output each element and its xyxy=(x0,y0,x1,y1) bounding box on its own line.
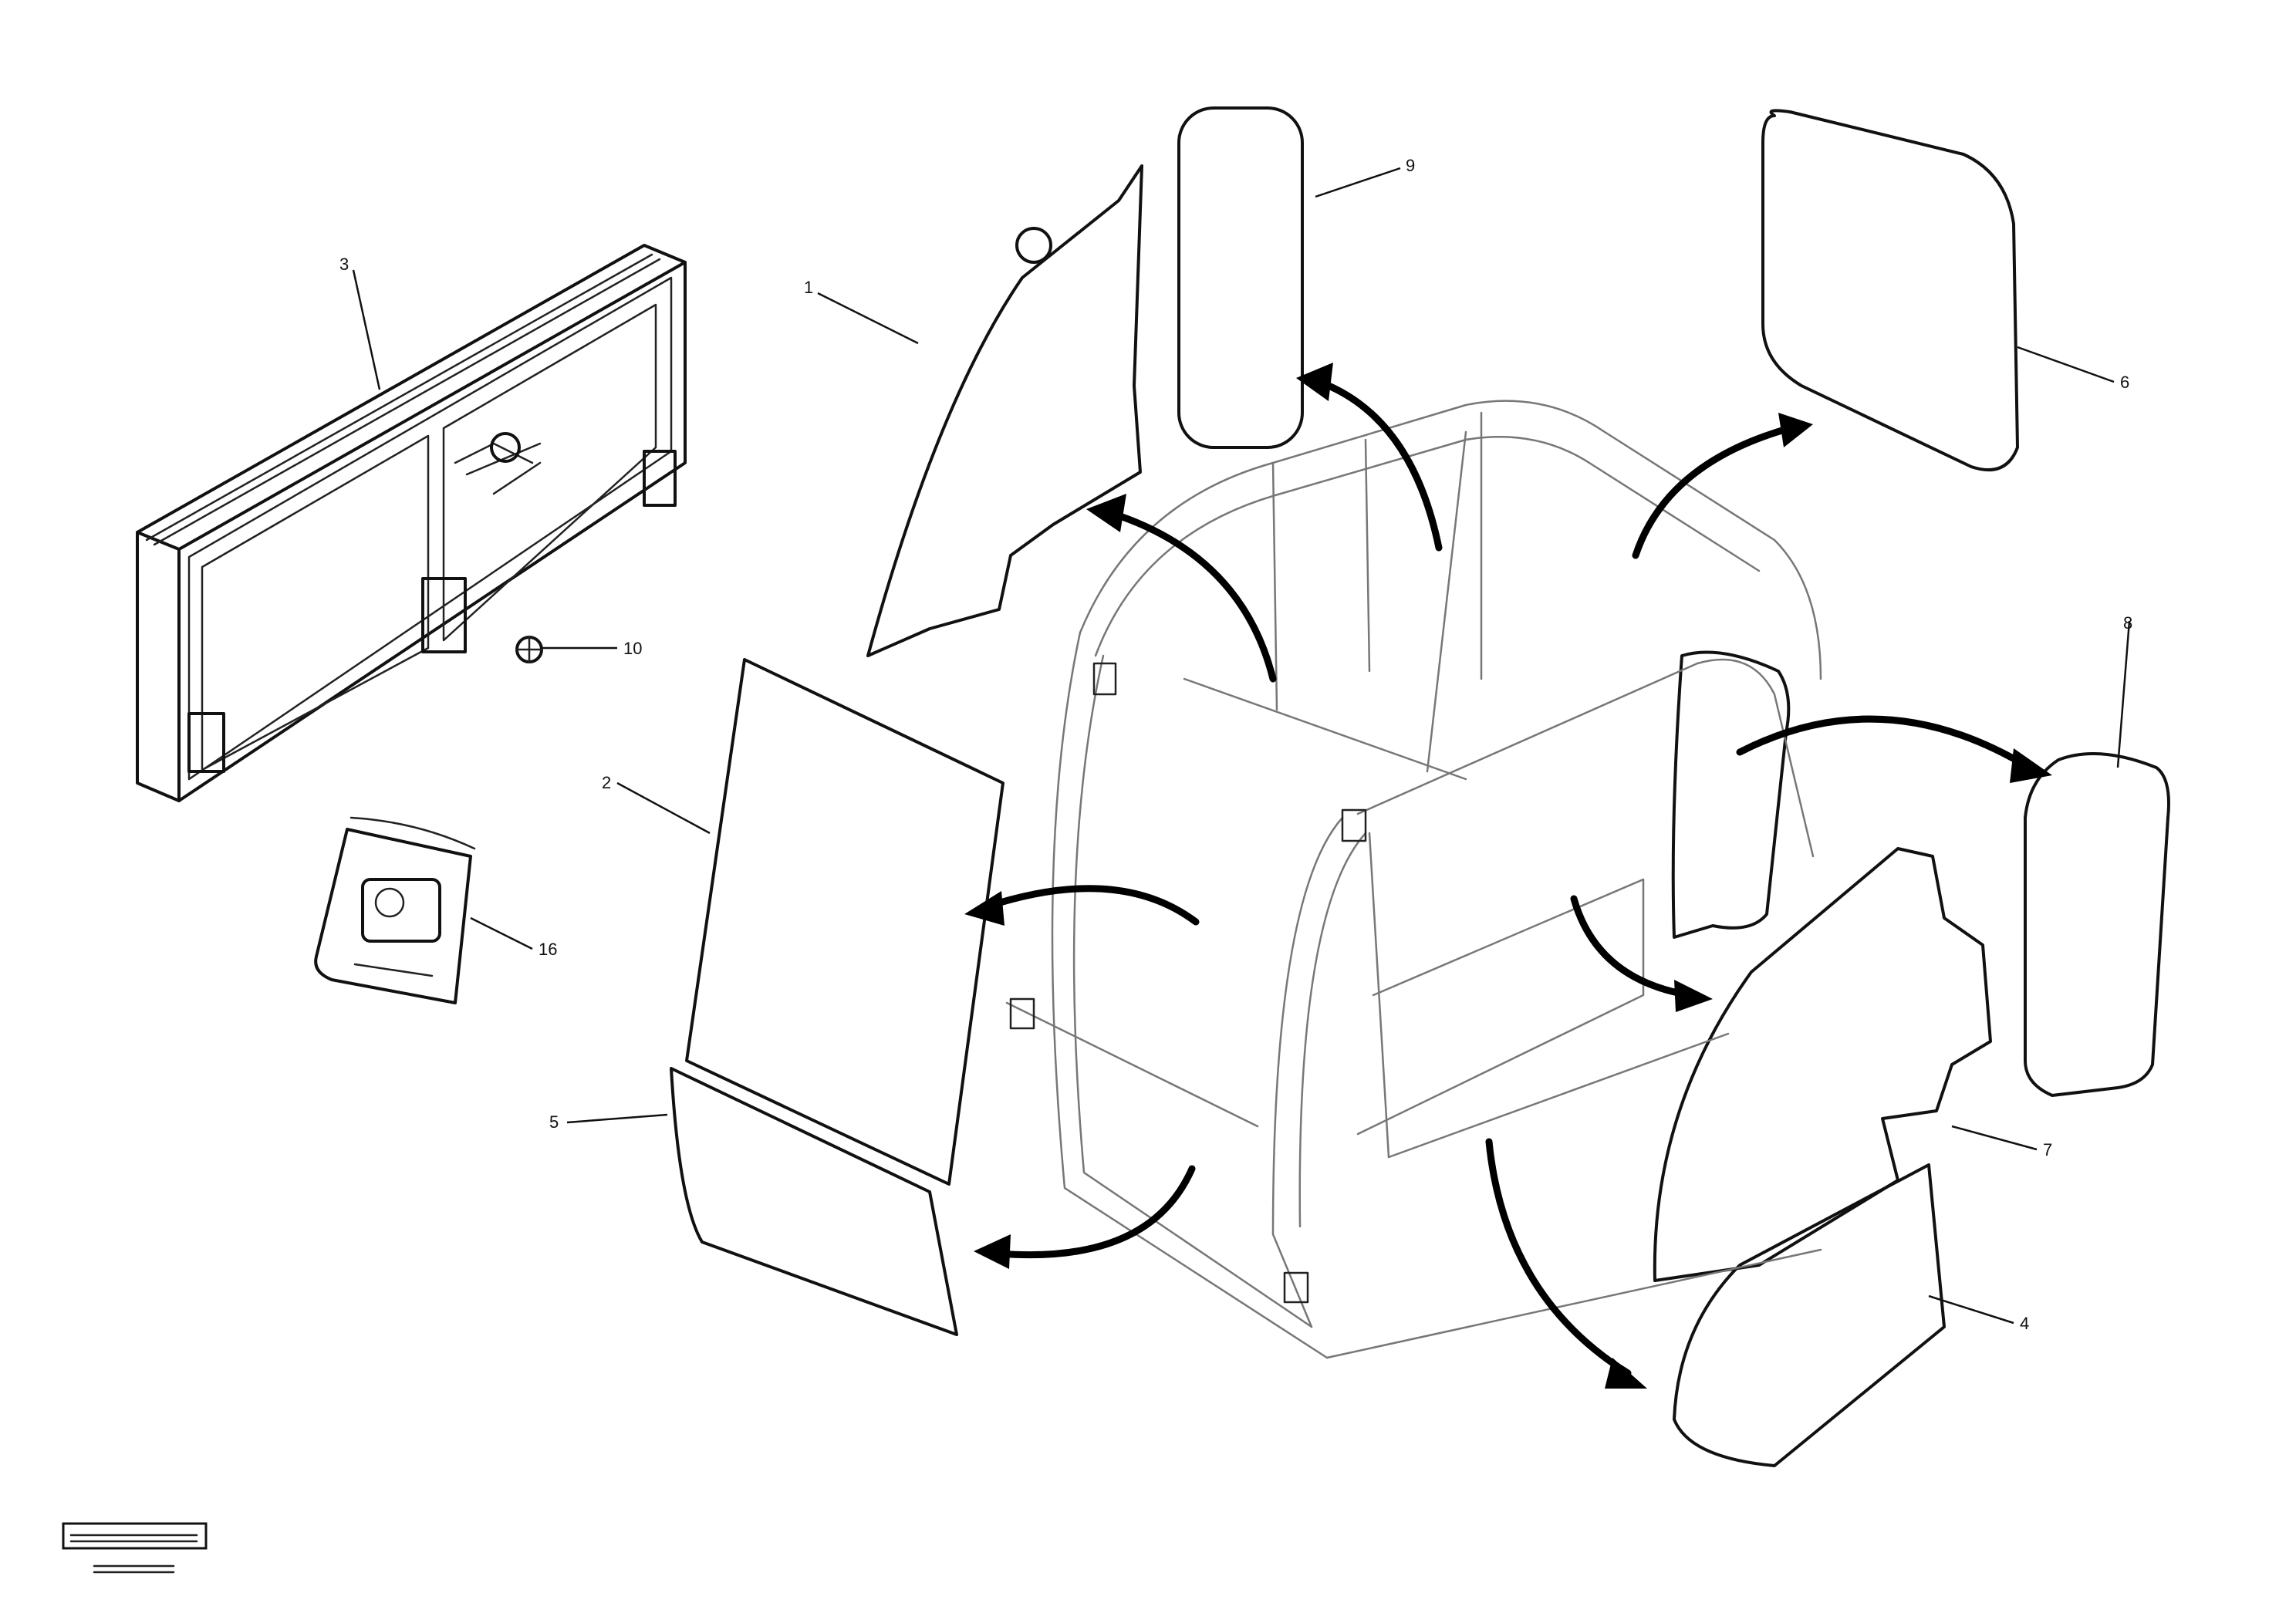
window-pane-5 xyxy=(670,1067,958,1336)
callout-labels: 3 9 6 8 10 2 16 1 5 7 4 xyxy=(339,156,2132,1333)
callout-9: 9 xyxy=(1406,156,1415,175)
callout-5: 5 xyxy=(549,1112,559,1132)
callout-10: 10 xyxy=(623,639,642,658)
callout-16: 16 xyxy=(539,940,557,959)
fastener-part xyxy=(515,636,543,663)
window-pane-1 xyxy=(866,164,1143,657)
window-pane-4 xyxy=(1673,1163,1946,1467)
callout-6: 6 xyxy=(2120,373,2129,392)
window-pane-9 xyxy=(1177,106,1304,449)
callout-1: 1 xyxy=(804,278,813,297)
leader-lines xyxy=(352,167,2131,1325)
installation-arrows xyxy=(964,363,2052,1389)
window-pane-8 xyxy=(2024,752,2170,1097)
callout-2: 2 xyxy=(602,773,611,792)
callout-8: 8 xyxy=(2123,613,2132,633)
cab-body xyxy=(1005,400,1822,1359)
window-pane-7 xyxy=(1653,847,1992,1282)
drawing-stamp xyxy=(62,1522,208,1574)
callout-7: 7 xyxy=(2043,1140,2052,1159)
window-pane-side xyxy=(1671,650,1791,939)
control-panel-part xyxy=(314,816,476,1004)
window-pane-6b xyxy=(1761,109,2019,472)
callout-3: 3 xyxy=(339,255,349,274)
window-pane-2 xyxy=(685,658,1004,1186)
window-frame-assembly xyxy=(136,244,687,802)
callout-4: 4 xyxy=(2020,1314,2029,1333)
